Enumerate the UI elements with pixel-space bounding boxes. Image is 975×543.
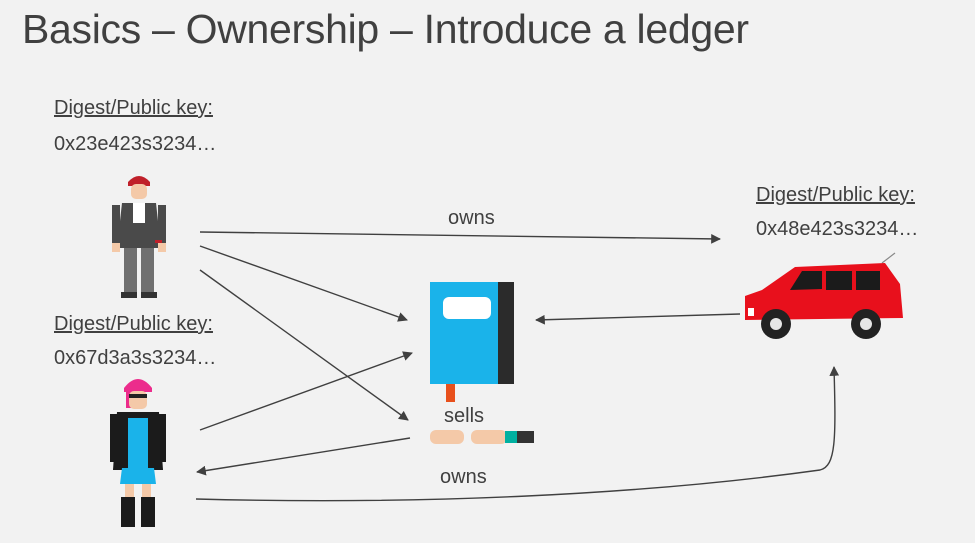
woman-key-label: Digest/Public key: bbox=[54, 313, 213, 335]
arrow-woman-to-ledger bbox=[199, 351, 413, 431]
edge-label-sells: sells bbox=[444, 405, 485, 427]
man-icon bbox=[112, 176, 166, 298]
arrow-car-to-ledger bbox=[535, 313, 741, 325]
slide-title: Basics – Ownership – Introduce a ledger bbox=[22, 6, 749, 52]
arrows bbox=[195, 231, 840, 502]
arrow-man-to-ledger bbox=[199, 245, 408, 322]
ledger-book-icon bbox=[430, 282, 514, 402]
car-key-label: Digest/Public key: bbox=[756, 184, 915, 206]
edge-label-owns-bottom: owns bbox=[440, 466, 487, 488]
arrow-woman-owns-car bbox=[195, 366, 840, 502]
man-key-value: 0x23e423s3234… bbox=[54, 133, 217, 155]
arrow-man-to-sells bbox=[199, 269, 409, 421]
man-key-label: Digest/Public key: bbox=[54, 97, 213, 119]
car-key-value: 0x48e423s3234… bbox=[756, 218, 919, 240]
woman-icon bbox=[110, 379, 166, 527]
woman-key-value: 0x67d3a3s3234… bbox=[54, 347, 217, 369]
edge-label-owns-top: owns bbox=[448, 207, 495, 229]
handshake-icon bbox=[430, 430, 534, 444]
arrow-man-owns-car bbox=[199, 231, 721, 244]
car-icon bbox=[745, 252, 903, 339]
arrow-sells-to-woman bbox=[196, 437, 411, 476]
